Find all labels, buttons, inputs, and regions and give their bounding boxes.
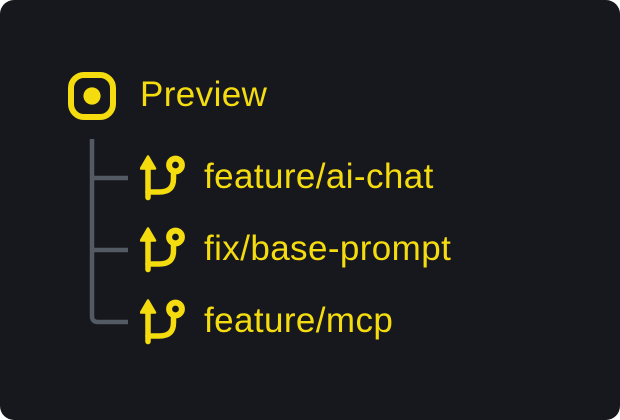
git-branch-icon (140, 227, 185, 273)
git-branch-icon (140, 299, 185, 345)
tree-branch-feature-mcp[interactable]: feature/mcp (140, 299, 393, 345)
tree-root-preview[interactable]: Preview (67, 71, 267, 121)
tree-branch-fix-base-prompt[interactable]: fix/base-prompt (140, 227, 451, 273)
branch-label: fix/base-prompt (204, 229, 452, 268)
git-branch-icon (140, 155, 185, 201)
tree-branch-feature-ai-chat[interactable]: feature/ai-chat (140, 155, 434, 201)
preview-icon (68, 72, 116, 120)
tree-root-label: Preview (140, 75, 268, 114)
branch-label: feature/mcp (204, 301, 394, 340)
branch-label: feature/ai-chat (204, 157, 434, 196)
